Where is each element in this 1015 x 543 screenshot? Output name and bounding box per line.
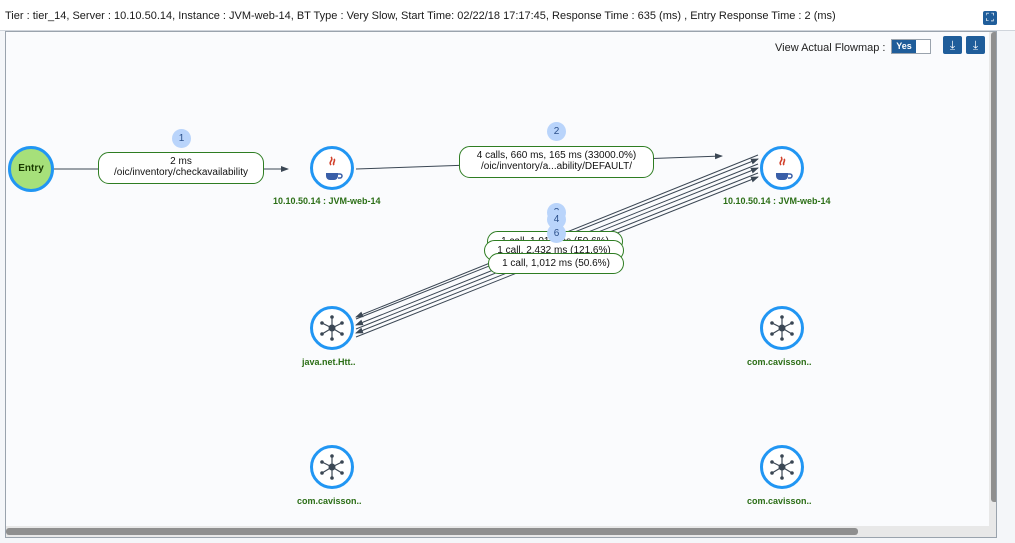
window-title-bar: Tier : tier_14, Server : 10.10.50.14, In…: [0, 0, 1015, 31]
java-icon: [776, 156, 793, 180]
edge-label-2-path: /oic/inventory/a...ability/DEFAULT/: [481, 161, 632, 172]
edge-label-2[interactable]: 4 calls, 660 ms, 165 ms (33000.0%) /oic/…: [459, 146, 654, 178]
hub-icon: [770, 315, 794, 341]
cavisson-node-3[interactable]: [760, 445, 804, 489]
cavisson-node-1[interactable]: [760, 306, 804, 350]
hub-icon: [320, 315, 344, 341]
actual-flowmap-toggle[interactable]: Yes: [891, 39, 931, 54]
maximize-icon[interactable]: ⛶: [983, 11, 997, 25]
cavisson-node-3-label: com.cavisson..: [747, 496, 812, 506]
flow-edges: [54, 153, 759, 338]
edge-badge-1[interactable]: 1: [172, 129, 191, 148]
edge-label-2-stats: 4 calls, 660 ms, 165 ms (33000.0%): [476, 150, 637, 161]
entry-node[interactable]: Entry: [8, 146, 54, 192]
download-icon[interactable]: ⤓: [966, 36, 985, 54]
edge-label-1-path: /oic/inventory/checkavailability: [114, 167, 248, 178]
http-node[interactable]: [310, 306, 354, 350]
flowmap-toggle-label: View Actual Flowmap :: [775, 42, 886, 54]
edge-label-1[interactable]: 2 ms /oic/inventory/checkavailability: [98, 152, 264, 184]
edge-badge-6[interactable]: 6: [547, 224, 566, 243]
jvm-node-source[interactable]: [310, 146, 354, 190]
transaction-summary: Tier : tier_14, Server : 10.10.50.14, In…: [5, 10, 836, 22]
hub-icon: [770, 454, 794, 480]
cavisson-node-2[interactable]: [310, 445, 354, 489]
hub-icon: [320, 454, 344, 480]
cavisson-node-1-label: com.cavisson..: [747, 357, 812, 367]
http-node-label: java.net.Htt..: [302, 357, 356, 367]
vertical-scrollbar[interactable]: [991, 32, 996, 502]
toggle-on-label: Yes: [892, 40, 916, 53]
java-icon: [326, 156, 343, 180]
flowmap-panel: View Actual Flowmap : Yes ⤓ ⤓ Entry: [5, 31, 997, 538]
edge-badge-2[interactable]: 2: [547, 122, 566, 141]
edge-label-6[interactable]: 1 call, 1,012 ms (50.6%): [488, 253, 624, 274]
horizontal-scrollbar[interactable]: [6, 528, 858, 535]
cavisson-node-2-label: com.cavisson..: [297, 496, 362, 506]
jvm-node-source-label: 10.10.50.14 : JVM-web-14: [273, 196, 381, 206]
jvm-node-target[interactable]: [760, 146, 804, 190]
download-icon[interactable]: ⤓: [943, 36, 962, 54]
jvm-node-target-label: 10.10.50.14 : JVM-web-14: [723, 196, 831, 206]
edge-label-1-stats: 2 ms: [170, 156, 192, 167]
